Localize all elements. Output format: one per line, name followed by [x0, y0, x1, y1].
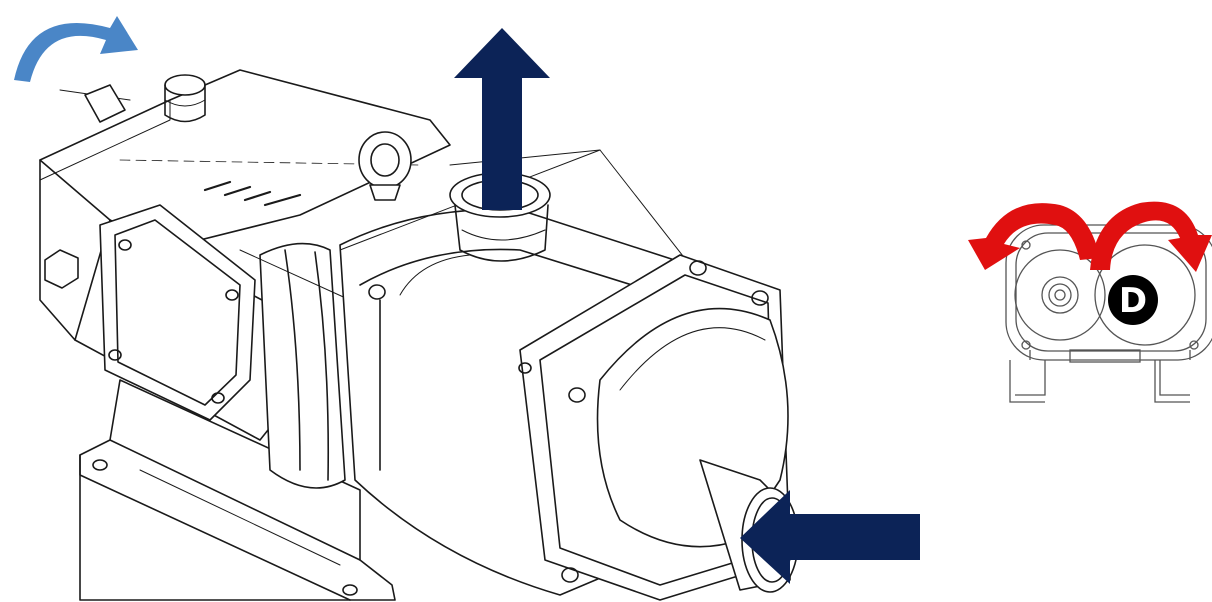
outlet-flow-arrow-shape [454, 28, 550, 210]
right-rotor-rotation-arrow-icon [1090, 201, 1212, 272]
coupling-section [239, 242, 351, 489]
left-rotor-bore [1014, 249, 1106, 341]
right-rotor-bore [1094, 244, 1196, 346]
rotor-label-badge: D [1108, 275, 1158, 325]
inlet-flow-arrow-icon [740, 490, 920, 584]
shaft-rotation-arrow-icon [14, 16, 138, 82]
outlet-flow-arrow-icon [454, 28, 550, 210]
gearbox-housing [39, 69, 451, 441]
inlet-flow-arrow-shape [740, 490, 920, 584]
mounting-foot [79, 379, 396, 601]
pump-end-view: D [968, 201, 1212, 403]
rotor-label-text: D [1119, 281, 1147, 321]
shaft-rotation-arrow-body [14, 16, 138, 82]
left-rotor-rotation-arrow-icon [968, 203, 1100, 270]
front-cover [518, 254, 799, 601]
pump-drawing [39, 69, 799, 601]
